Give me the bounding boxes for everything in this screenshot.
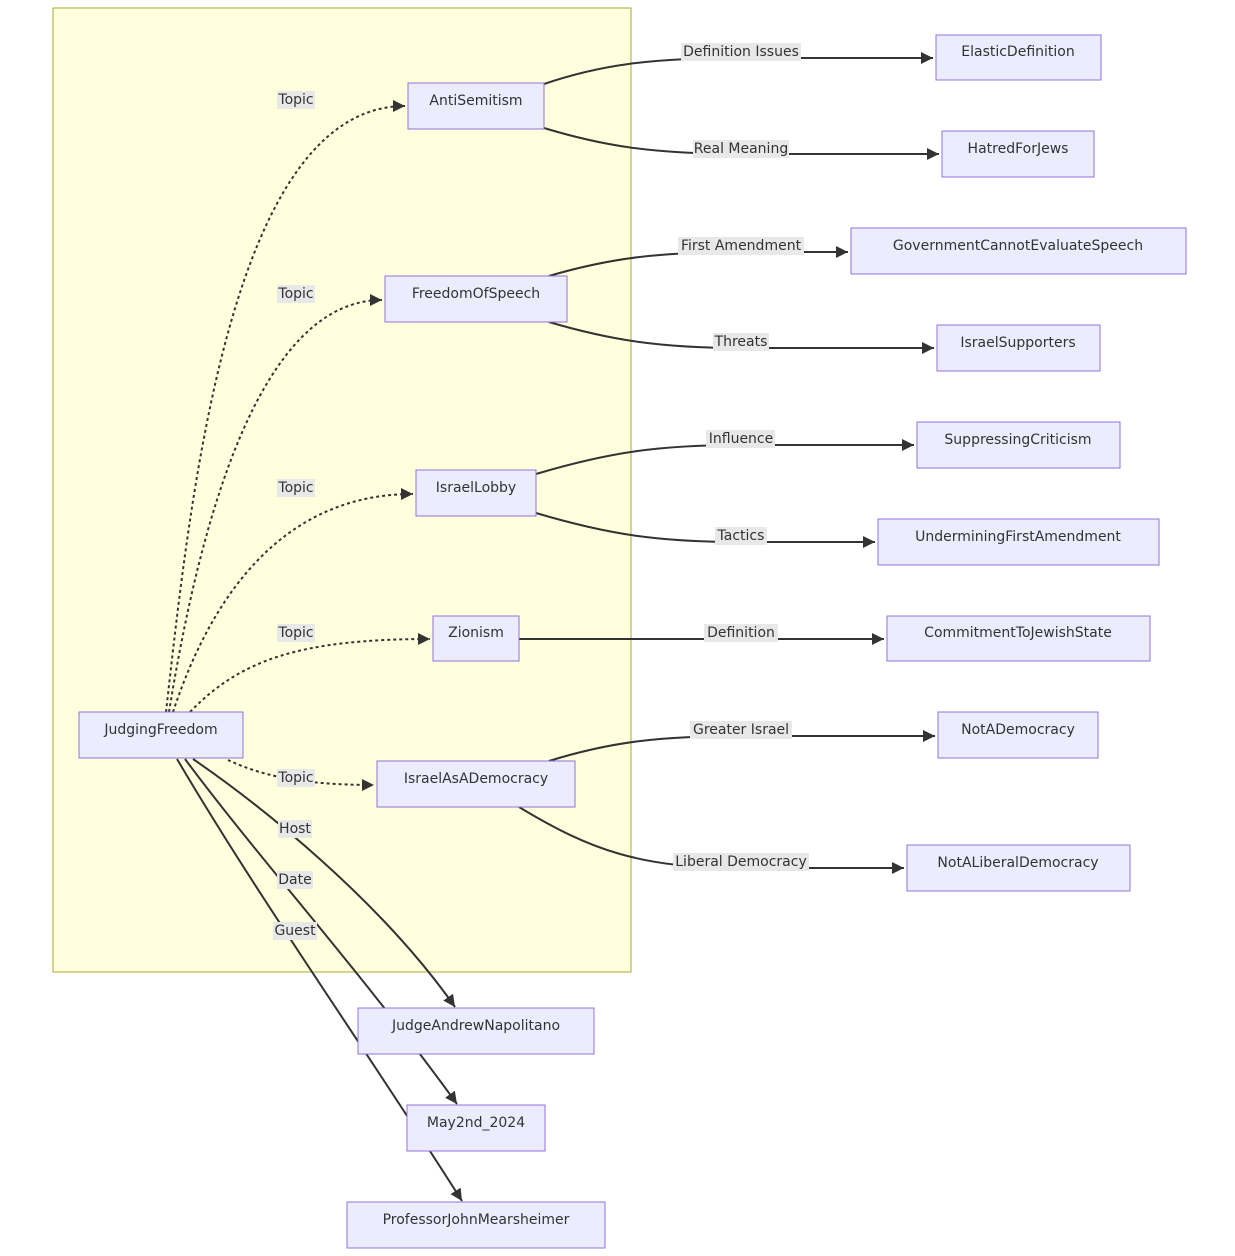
node-elastic-definition[interactable]: ElasticDefinition xyxy=(935,34,1102,81)
label-real-meaning: Real Meaning xyxy=(693,140,789,158)
label-date: Date xyxy=(277,871,313,889)
node-israel-as-a-democracy-label: IsraelAsADemocracy xyxy=(404,771,548,787)
node-judging-freedom-label: JudgingFreedom xyxy=(103,722,217,738)
node-anti-semitism[interactable]: AntiSemitism xyxy=(407,82,545,130)
label-topic-israel-lobby: Topic xyxy=(277,479,315,497)
node-israel-supporters[interactable]: IsraelSupporters xyxy=(936,324,1101,372)
node-commitment-to-jewish-state-label: CommitmentToJewishState xyxy=(924,625,1112,641)
label-liberal-democracy: Liberal Democracy xyxy=(673,853,809,871)
label-liberal-democracy-text: Liberal Democracy xyxy=(675,854,806,870)
node-may-2nd-2024-label: May2nd_2024 xyxy=(427,1115,525,1131)
label-definition-issues-text: Definition Issues xyxy=(683,44,799,60)
label-guest: Guest xyxy=(273,922,317,940)
label-tactics: Tactics xyxy=(715,527,767,545)
node-israel-lobby-label: IsraelLobby xyxy=(436,480,516,496)
node-israel-as-a-democracy[interactable]: IsraelAsADemocracy xyxy=(376,760,576,808)
node-undermining-first-amendment-label: UnderminingFirstAmendment xyxy=(915,529,1121,545)
label-first-amendment: First Amendment xyxy=(678,237,804,255)
label-topic-israel-lobby-text: Topic xyxy=(277,480,313,496)
node-suppressing-criticism[interactable]: SuppressingCriticism xyxy=(916,421,1121,469)
node-zionism[interactable]: Zionism xyxy=(432,615,520,662)
edge-topic-anti-semitism xyxy=(165,100,406,713)
label-topic-freedom-of-speech-text: Topic xyxy=(277,286,313,302)
node-elastic-definition-label: ElasticDefinition xyxy=(961,44,1074,60)
node-not-a-liberal-democracy-label: NotALiberalDemocracy xyxy=(937,855,1098,871)
node-israel-lobby[interactable]: IsraelLobby xyxy=(415,469,537,517)
node-judge-andrew-napolitano-label: JudgeAndrewNapolitano xyxy=(391,1018,560,1034)
edge-topic-zionism xyxy=(189,633,431,713)
node-zionism-label: Zionism xyxy=(448,625,504,641)
label-influence-text: Influence xyxy=(709,431,774,447)
label-definition-text: Definition xyxy=(707,625,775,641)
node-undermining-first-amendment[interactable]: UnderminingFirstAmendment xyxy=(877,518,1160,566)
edge-topic-freedom-of-speech xyxy=(168,294,383,713)
node-hatred-for-jews-label: HatredForJews xyxy=(968,141,1069,157)
label-first-amendment-text: First Amendment xyxy=(681,238,802,254)
node-hatred-for-jews[interactable]: HatredForJews xyxy=(941,130,1095,178)
label-topic-zionism-text: Topic xyxy=(277,625,313,641)
node-not-a-democracy[interactable]: NotADemocracy xyxy=(937,711,1099,759)
label-topic-israel-as-a-democracy: Topic xyxy=(277,769,315,787)
node-professor-john-mearsheimer[interactable]: ProfessorJohnMearsheimer xyxy=(346,1201,606,1249)
label-definition: Definition xyxy=(704,624,778,642)
node-freedom-of-speech[interactable]: FreedomOfSpeech xyxy=(384,275,568,323)
label-greater-israel: Greater Israel xyxy=(690,721,792,739)
label-date-text: Date xyxy=(278,872,311,888)
label-greater-israel-text: Greater Israel xyxy=(693,722,789,738)
node-not-a-liberal-democracy[interactable]: NotALiberalDemocracy xyxy=(906,844,1131,892)
label-threats: Threats xyxy=(713,333,769,351)
node-israel-supporters-label: IsraelSupporters xyxy=(960,335,1075,351)
label-tactics-text: Tactics xyxy=(717,528,765,544)
node-government-cannot-evaluate-speech[interactable]: GovernmentCannotEvaluateSpeech xyxy=(850,227,1187,275)
node-freedom-of-speech-label: FreedomOfSpeech xyxy=(412,286,540,302)
label-real-meaning-text: Real Meaning xyxy=(694,141,788,157)
node-not-a-democracy-label: NotADemocracy xyxy=(961,722,1075,738)
node-commitment-to-jewish-state[interactable]: CommitmentToJewishState xyxy=(886,615,1151,662)
node-anti-semitism-label: AntiSemitism xyxy=(429,93,522,109)
label-host-text: Host xyxy=(279,821,311,837)
label-influence: Influence xyxy=(706,430,775,448)
label-definition-issues: Definition Issues xyxy=(681,43,801,61)
label-threats-text: Threats xyxy=(714,334,768,350)
label-topic-zionism: Topic xyxy=(277,624,315,642)
label-topic-israel-as-a-democracy-text: Topic xyxy=(277,770,313,786)
node-suppressing-criticism-label: SuppressingCriticism xyxy=(944,432,1091,448)
label-topic-freedom-of-speech: Topic xyxy=(277,285,315,303)
node-may-2nd-2024[interactable]: May2nd_2024 xyxy=(406,1104,546,1152)
edge-host xyxy=(192,758,456,1008)
judging-freedom-cluster xyxy=(52,7,632,973)
label-guest-text: Guest xyxy=(274,923,316,939)
node-judge-andrew-napolitano[interactable]: JudgeAndrewNapolitano xyxy=(357,1007,595,1055)
label-topic-anti-semitism-text: Topic xyxy=(277,92,313,108)
node-government-cannot-evaluate-speech-label: GovernmentCannotEvaluateSpeech xyxy=(893,238,1143,254)
label-host: Host xyxy=(278,820,312,838)
edge-topic-israel-lobby xyxy=(172,488,414,713)
node-professor-john-mearsheimer-label: ProfessorJohnMearsheimer xyxy=(383,1212,570,1228)
node-judging-freedom[interactable]: JudgingFreedom xyxy=(78,711,244,759)
label-topic-anti-semitism: Topic xyxy=(277,91,315,109)
